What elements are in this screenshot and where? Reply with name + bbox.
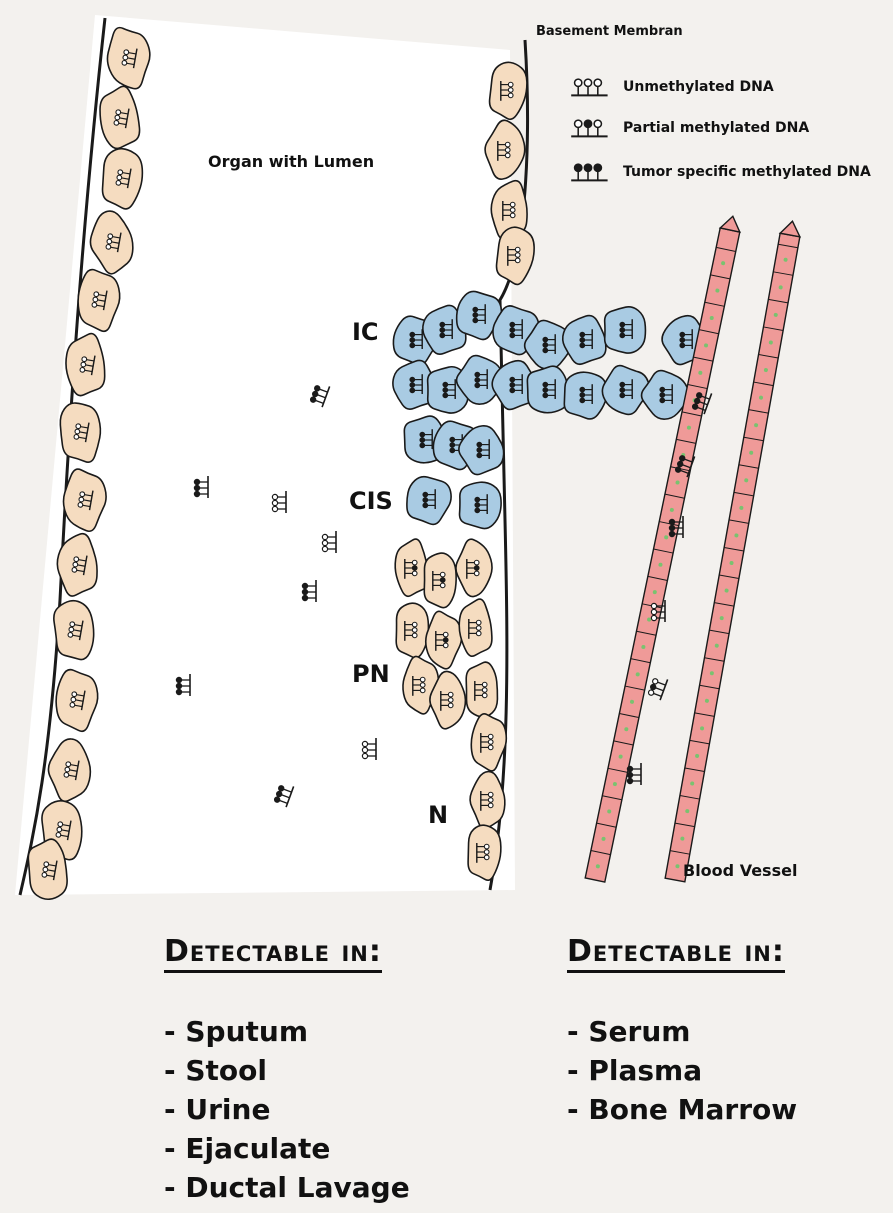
stage-pn-label: PN — [352, 660, 390, 688]
legend-label: Unmethylated DNA — [623, 79, 774, 95]
methylated-dna-icon — [563, 160, 613, 184]
blood-vessel-label: Blood Vessel — [683, 861, 797, 880]
sample-source-item: Plasma — [567, 1051, 797, 1090]
sample-source-item: Urine — [164, 1090, 410, 1129]
left-column-heading: Detectable in: — [164, 935, 382, 973]
basement-membrane-label: Basement Membran — [536, 24, 683, 39]
organ-lumen-label: Organ with Lumen — [208, 152, 374, 171]
sample-source-item: Sputum — [164, 1012, 410, 1051]
legend-row-tumor: Tumor specific methylated DNA — [563, 160, 871, 184]
dna-fragment-icon — [627, 763, 641, 785]
sample-source-item: Serum — [567, 1012, 797, 1051]
sample-source-item: Stool — [164, 1051, 410, 1090]
legend-row-unmethylated: Unmethylated DNA — [563, 75, 774, 99]
sample-source-item: Ejaculate — [164, 1129, 410, 1168]
right-column-heading: Detectable in: — [567, 935, 785, 973]
tumor-cells — [393, 291, 706, 528]
partial-methylated-dna-icon — [563, 116, 613, 140]
sample-source-item: Ductal Lavage — [164, 1168, 410, 1207]
legend-label: Partial methylated DNA — [623, 120, 809, 136]
stage-ic-label: IC — [352, 318, 379, 346]
unmethylated-dna-icon — [563, 75, 613, 99]
stage-cis-label: CIS — [349, 487, 393, 515]
legend-row-partial: Partial methylated DNA — [563, 116, 809, 140]
stage-n-label: N — [428, 801, 448, 829]
left-sample-list: SputumStoolUrineEjaculateDuctal Lavage — [164, 1012, 410, 1207]
dna-fragment-icon — [647, 675, 667, 700]
sample-source-item: Bone Marrow — [567, 1090, 797, 1129]
legend-label: Tumor specific methylated DNA — [623, 164, 871, 180]
right-sample-list: SerumPlasmaBone Marrow — [567, 1012, 797, 1129]
